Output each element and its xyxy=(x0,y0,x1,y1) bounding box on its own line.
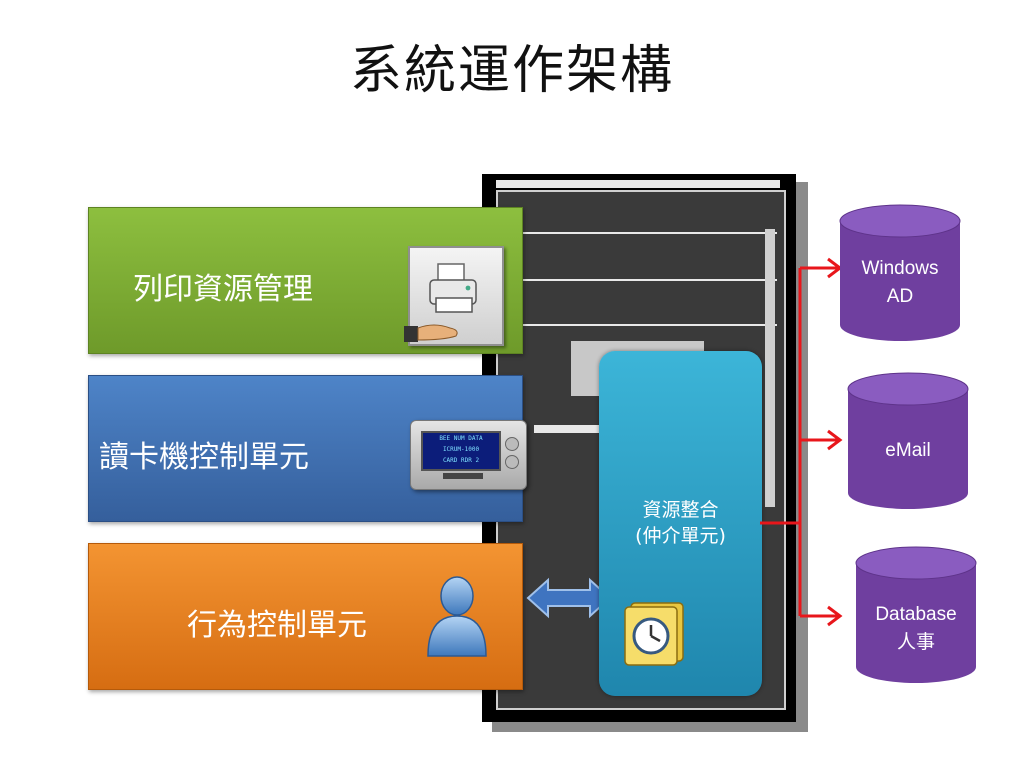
tower-slot xyxy=(765,229,775,507)
reader-button xyxy=(505,455,519,469)
row-behavior-control: 行為控制單元 xyxy=(88,543,523,690)
user-icon xyxy=(427,576,487,657)
database-label: Windows xyxy=(861,258,939,279)
reader-card-slot xyxy=(443,473,483,479)
card-reader-icon: BEE NUM DATA ICRUM-1000 CARD RDR 2 xyxy=(410,420,527,490)
reader-screen-line: ICRUM-1000 xyxy=(442,446,480,453)
database-cylinder-icon xyxy=(839,204,961,341)
database-cylinder-icon xyxy=(847,372,969,509)
row-label: 列印資源管理 xyxy=(133,272,313,307)
row-card-reader-control: 讀卡機控制單元 xyxy=(88,375,523,522)
page-title: 系統運作架構 xyxy=(349,41,674,101)
reader-screen-line: CARD RDR 2 xyxy=(442,457,480,464)
database-windows-ad: Windows AD xyxy=(838,203,962,343)
database-label: AD xyxy=(886,286,914,307)
tower-drive-line xyxy=(515,324,777,326)
printer-icon-box xyxy=(404,246,504,346)
hub-subtitle: (仲介單元) xyxy=(635,525,726,547)
database-personnel: Database 人事 xyxy=(854,545,978,685)
tower-drive-line xyxy=(515,279,777,281)
reader-screen-line: BEE NUM DATA xyxy=(439,435,483,442)
database-label: 人事 xyxy=(896,632,935,653)
tower-connector-bar xyxy=(534,425,604,433)
database-email: eMail xyxy=(846,371,970,511)
server-tower-top-bar xyxy=(496,180,780,188)
row-label: 行為控制單元 xyxy=(187,608,367,643)
tower-drive-line xyxy=(515,232,777,234)
hand-icon xyxy=(404,324,458,342)
database-label: Database xyxy=(875,604,957,625)
row-label: 讀卡機控制單元 xyxy=(99,440,309,475)
database-label: eMail xyxy=(885,440,931,461)
card-reader-screen: BEE NUM DATA ICRUM-1000 CARD RDR 2 xyxy=(421,431,501,471)
reader-button xyxy=(505,437,519,451)
resource-integration-unit: 資源整合 (仲介單元) xyxy=(599,351,762,696)
hub-title: 資源整合 xyxy=(642,499,719,521)
printer-icon xyxy=(429,263,477,313)
clock-icon xyxy=(624,602,684,666)
hub-title-block: 資源整合 (仲介單元) xyxy=(599,497,762,549)
database-cylinder-icon xyxy=(855,546,977,683)
connector-arrows xyxy=(760,257,843,627)
